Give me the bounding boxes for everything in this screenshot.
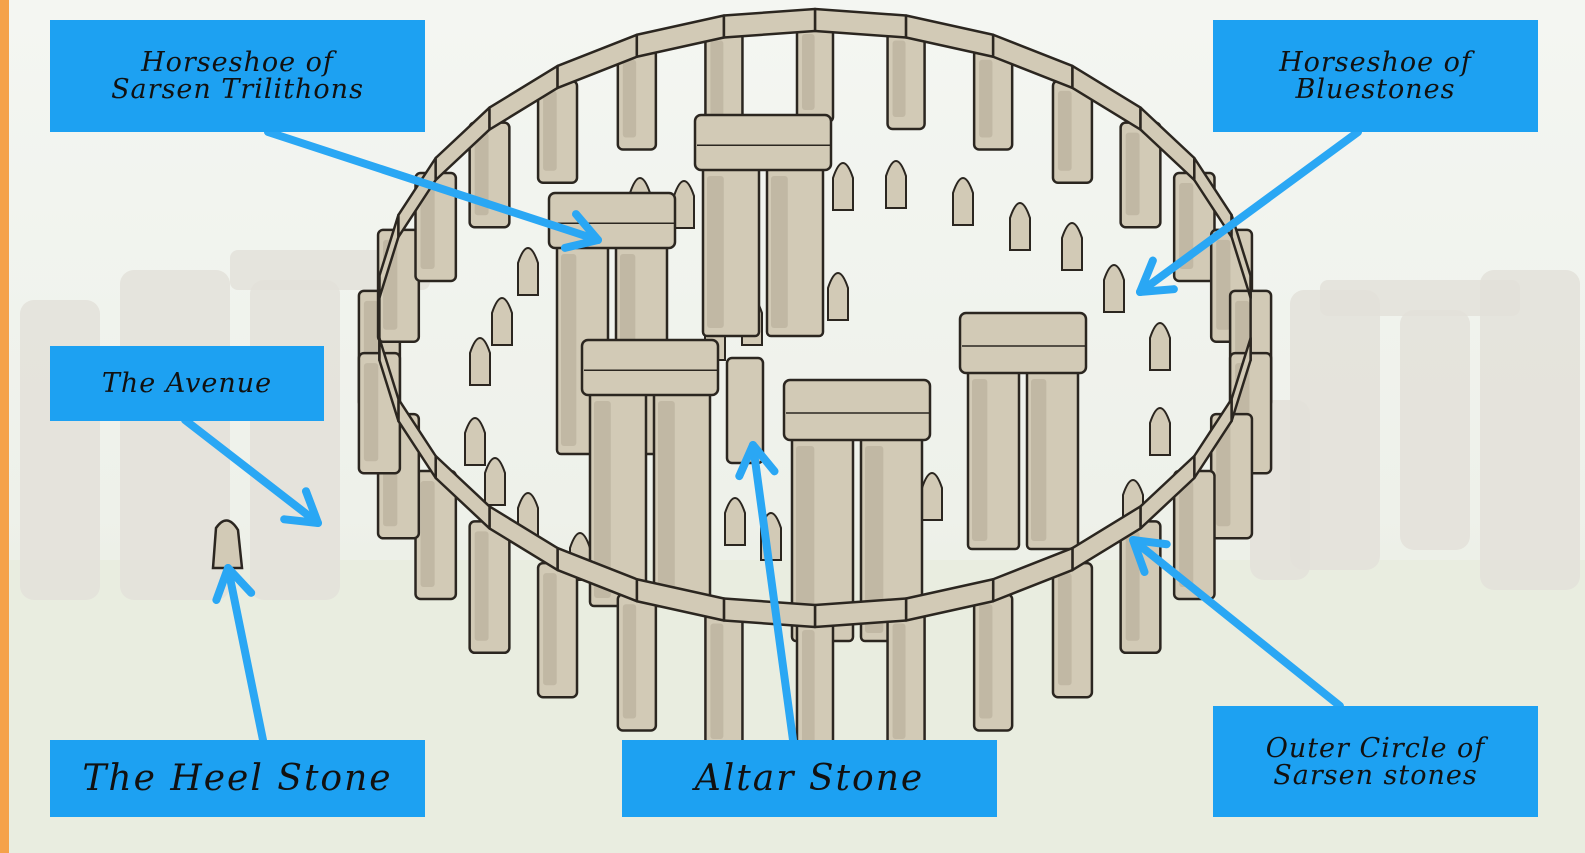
trilithon-lintel [695,115,831,170]
bluestone [833,163,853,210]
sarsen-upright-shade [710,41,723,117]
bluestone [465,418,485,465]
label-the-heel-stone-text: The Heel Stone [82,761,392,797]
bluestone [485,458,505,505]
bluestone [1150,323,1170,370]
trilithon-lintel [582,340,718,395]
sarsen-upright-shade [1216,240,1230,330]
sarsen-upright-shade [893,41,906,117]
bluestone [470,338,490,385]
background-stone [20,300,100,600]
sarsen-upright-shade [475,531,489,640]
background-stone [1400,310,1470,550]
label-horseshoe-sarsen-line-2: Sarsen Trilithons [111,76,364,103]
bluestone [492,298,512,345]
bluestone [828,273,848,320]
trilithon-upright-shade [707,176,724,328]
bluestone [922,473,942,520]
sarsen-upright-shade [421,481,435,587]
trilithon-upright-shade [561,254,576,446]
sarsen-upright-shade [543,91,557,171]
label-outer-circle-line-1: Outer Circle of [1266,735,1486,762]
sarsen-upright-shade [1179,481,1193,587]
label-horseshoe-bluestones-line-1: Horseshoe of [1279,49,1472,76]
sarsen-upright-shade [1058,573,1072,685]
sarsen-upright-shade [623,60,636,138]
trilithon-upright-shade [658,401,675,598]
sarsen-upright-shade [543,573,557,685]
trilithon-lintel [784,380,930,440]
bluestone [1062,223,1082,270]
background-stone [250,280,340,600]
heel-stone [213,520,242,568]
sarsen-upright-shade [1058,91,1072,171]
trilithon-upright-shade [1031,379,1046,541]
trilithon-upright-shade [972,379,987,541]
background-lintel [1320,280,1520,316]
label-the-avenue: The Avenue [50,346,324,421]
trilithon-upright-shade [771,176,788,328]
bluestone [1010,203,1030,250]
sarsen-upright-shade [1126,133,1140,216]
bluestone [953,178,973,225]
label-horseshoe-sarsen-line-1: Horseshoe of [141,49,334,76]
trilithon-lintel [960,313,1086,373]
sarsen-upright-shade [623,604,636,718]
bluestone [886,161,906,208]
label-altar-stone: Altar Stone [622,740,997,817]
label-horseshoe-bluestones-line-2: Bluestones [1295,76,1455,103]
label-horseshoe-sarsen-trilithons: Horseshoe of Sarsen Trilithons [50,20,425,132]
sarsen-upright-shade [710,623,723,739]
label-the-heel-stone: The Heel Stone [50,740,425,817]
sarsen-upright-shade [802,630,815,746]
bluestone [518,248,538,295]
label-the-avenue-text: The Avenue [102,370,272,397]
bluestone [1104,265,1124,312]
label-horseshoe-bluestones: Horseshoe of Bluestones [1213,20,1538,132]
sarsen-upright-shade [802,34,815,110]
bluestone [1150,408,1170,455]
sarsen-upright-shade [979,60,992,138]
label-outer-circle-sarsen-stones: Outer Circle of Sarsen stones [1213,706,1538,817]
label-outer-circle-line-2: Sarsen stones [1273,762,1478,789]
sarsen-upright-shade [893,623,906,739]
background-stone [1480,270,1580,590]
label-altar-stone-text: Altar Stone [695,761,924,797]
trilithon-lintel [549,193,675,248]
sarsen-upright-shade [979,604,992,718]
bluestone [674,181,694,228]
sarsen-upright-shade [364,363,378,461]
bluestone [725,498,745,545]
